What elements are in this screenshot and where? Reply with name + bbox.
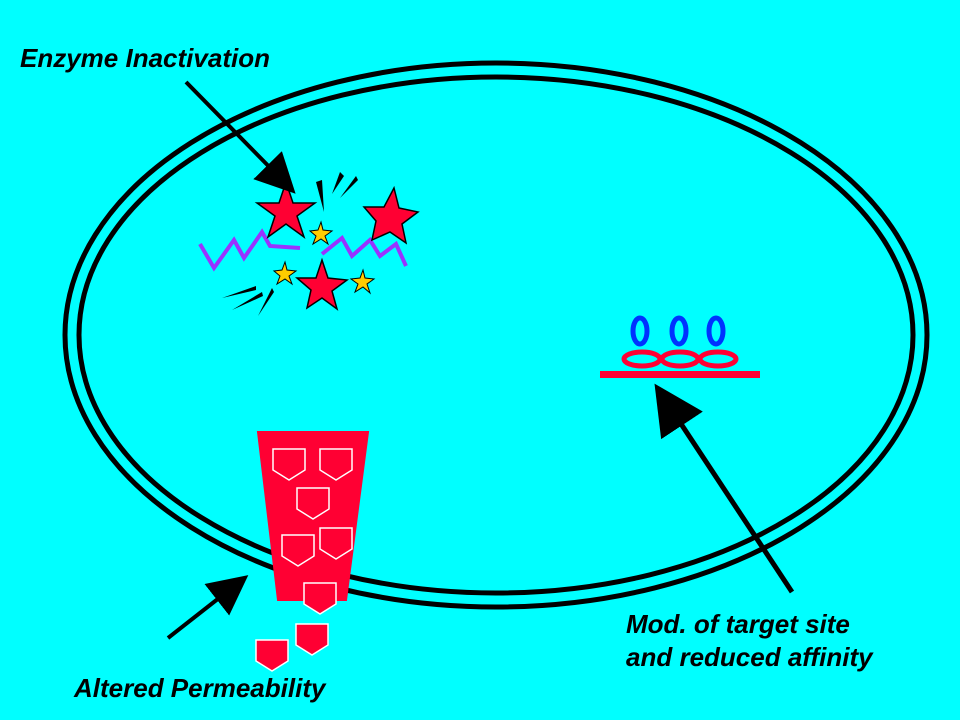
red-star <box>294 257 350 311</box>
target-bar <box>600 371 760 378</box>
label-target-site: Mod. of target site and reduced affinity <box>626 608 873 674</box>
arrow-enzyme <box>184 80 296 194</box>
red-ring <box>621 349 663 369</box>
shard <box>332 172 344 194</box>
target-site <box>600 315 760 378</box>
red-ring <box>697 349 739 369</box>
porin-block <box>295 623 329 656</box>
red-ring <box>659 349 701 369</box>
arrow-target-site <box>654 383 795 594</box>
shard <box>340 176 358 198</box>
porin-block <box>281 534 315 567</box>
yellow-star <box>308 220 334 246</box>
blue-ring <box>669 315 689 347</box>
porin-channel <box>255 431 370 672</box>
yellow-star <box>349 268 376 295</box>
porin-block <box>303 582 337 615</box>
porin-block <box>255 639 289 672</box>
label-enzyme-inactivation: Enzyme Inactivation <box>20 43 270 73</box>
red-star <box>362 185 420 245</box>
zigzag-left <box>198 228 301 272</box>
arrow-permeability <box>166 575 249 640</box>
red-star <box>254 179 318 239</box>
shard <box>222 286 256 298</box>
shard <box>258 288 274 316</box>
porin-block <box>296 487 330 520</box>
yellow-star <box>272 260 298 286</box>
label-target-site-line2: and reduced affinity <box>626 642 873 672</box>
shard <box>232 292 263 310</box>
label-altered-permeability: Altered Permeability <box>74 673 326 703</box>
porin-block <box>319 448 353 481</box>
shard <box>316 180 324 212</box>
enzyme-burst <box>198 172 420 316</box>
porin-block <box>319 527 353 560</box>
cell-membrane-inner <box>76 74 916 596</box>
porin-block <box>272 448 306 481</box>
zigzag-right <box>320 234 408 267</box>
blue-ring <box>630 315 650 347</box>
label-target-site-line1: Mod. of target site <box>626 609 850 639</box>
blue-ring <box>706 315 726 347</box>
cell-membrane-outer <box>62 60 930 610</box>
